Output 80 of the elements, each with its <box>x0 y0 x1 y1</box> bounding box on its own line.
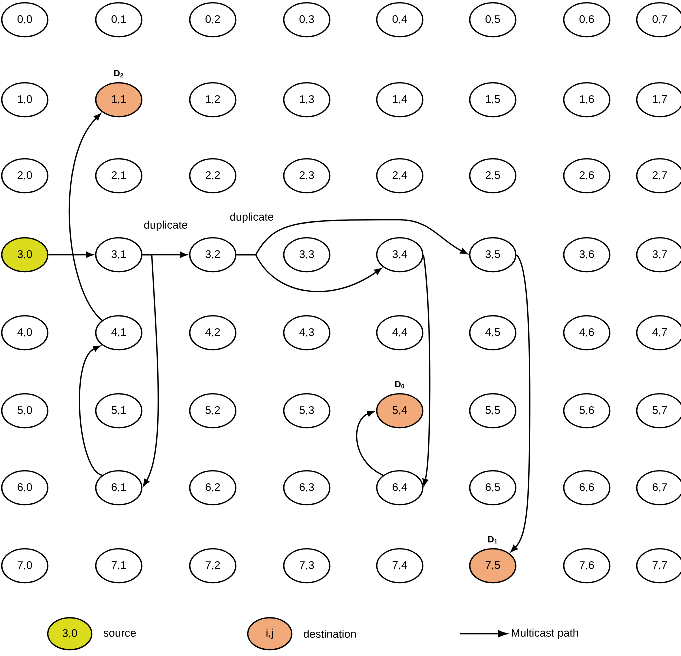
grid-node: 0,4 <box>376 2 424 38</box>
node-tag: D$_{0}$ <box>395 381 404 389</box>
grid-node: 4,7 <box>636 315 681 351</box>
grid-node: 3,6 <box>563 237 611 273</box>
grid-node: 6,5 <box>469 470 517 506</box>
grid-node: 7,5 <box>469 548 517 584</box>
grid-node: 6,2 <box>189 470 237 506</box>
arrow <box>69 114 103 321</box>
grid-node: 3,0 <box>1 237 49 273</box>
grid-node: 1,1 <box>95 82 143 118</box>
grid-node: 2,3 <box>283 158 331 194</box>
grid-node: 3,7 <box>636 237 681 273</box>
grid-node: 6,7 <box>636 470 681 506</box>
grid-node: 1,7 <box>636 82 681 118</box>
grid-node: 7,2 <box>189 548 237 584</box>
grid-node: 0,2 <box>189 2 237 38</box>
grid-node: 6,0 <box>1 470 49 506</box>
grid-node: 5,2 <box>189 393 237 429</box>
grid-node: 1,0 <box>1 82 49 118</box>
legend-label: destination <box>304 630 356 638</box>
grid-node: 5,3 <box>283 393 331 429</box>
grid-node: 5,1 <box>95 393 143 429</box>
grid-node: 6,4 <box>376 470 424 506</box>
grid-node: 3,4 <box>376 237 424 273</box>
node-tag: D$_{1}$ <box>488 536 498 544</box>
grid-node: 2,4 <box>376 158 424 194</box>
grid-node: 1,5 <box>469 82 517 118</box>
grid-node: 4,5 <box>469 315 517 351</box>
grid-node: 1,3 <box>283 82 331 118</box>
legend-label: source <box>104 630 136 637</box>
grid-node: 3,1 <box>95 237 143 273</box>
grid-node: 5,5 <box>469 393 517 429</box>
grid-node: 4,2 <box>189 315 237 351</box>
grid-node: 0,5 <box>469 2 517 38</box>
grid-node: 5,0 <box>1 393 49 429</box>
grid-node: 7,4 <box>376 548 424 584</box>
grid-node: 7,7 <box>636 548 681 584</box>
grid-node: 5,7 <box>636 393 681 429</box>
grid-node: 3,3 <box>283 237 331 273</box>
arrow <box>142 254 160 486</box>
arrow <box>79 346 103 476</box>
grid-node: 6,1 <box>95 470 143 506</box>
grid-node: 4,4 <box>376 315 424 351</box>
grid-node: 3,5 <box>469 237 517 273</box>
node-tag: D$_{2}$ <box>114 70 124 78</box>
legend-label: Multicast path <box>512 628 578 640</box>
grid-node: 0,7 <box>636 2 681 38</box>
arrow <box>510 254 531 552</box>
arrow <box>356 411 384 476</box>
grid-node: 2,1 <box>95 158 143 194</box>
grid-node: 7,0 <box>1 548 49 584</box>
grid-node: 1,6 <box>563 82 611 118</box>
grid-node: 0,6 <box>563 2 611 38</box>
grid-node: 6,6 <box>563 470 611 506</box>
grid-node: 5,6 <box>563 393 611 429</box>
arrow <box>422 254 431 486</box>
grid-node: 0,3 <box>283 2 331 38</box>
grid-node: 2,6 <box>563 158 611 194</box>
grid-node: 4,1 <box>95 315 143 351</box>
grid-node: 3,2 <box>189 237 237 273</box>
grid-node: 7,3 <box>283 548 331 584</box>
grid-node: 2,5 <box>469 158 517 194</box>
arrow <box>48 252 94 258</box>
grid-node: 7,6 <box>563 548 611 584</box>
grid-node: 2,2 <box>189 158 237 194</box>
grid-node: 0,1 <box>95 2 143 38</box>
grid-node: 4,6 <box>563 315 611 351</box>
edge-label: duplicate <box>229 212 276 224</box>
grid-node: 6,3 <box>283 470 331 506</box>
grid-node: 2,7 <box>636 158 681 194</box>
grid-node: 4,0 <box>1 315 49 351</box>
grid-node: 1,2 <box>189 82 237 118</box>
grid-node: 5,4 <box>376 393 424 429</box>
grid-node: 0,0 <box>1 2 49 38</box>
arrow <box>236 219 468 256</box>
edge-label: duplicate <box>143 220 190 232</box>
grid-node: 1,4 <box>376 82 424 118</box>
grid-node: 7,1 <box>95 548 143 584</box>
grid-node: 2,0 <box>1 158 49 194</box>
grid-node: 4,3 <box>283 315 331 351</box>
